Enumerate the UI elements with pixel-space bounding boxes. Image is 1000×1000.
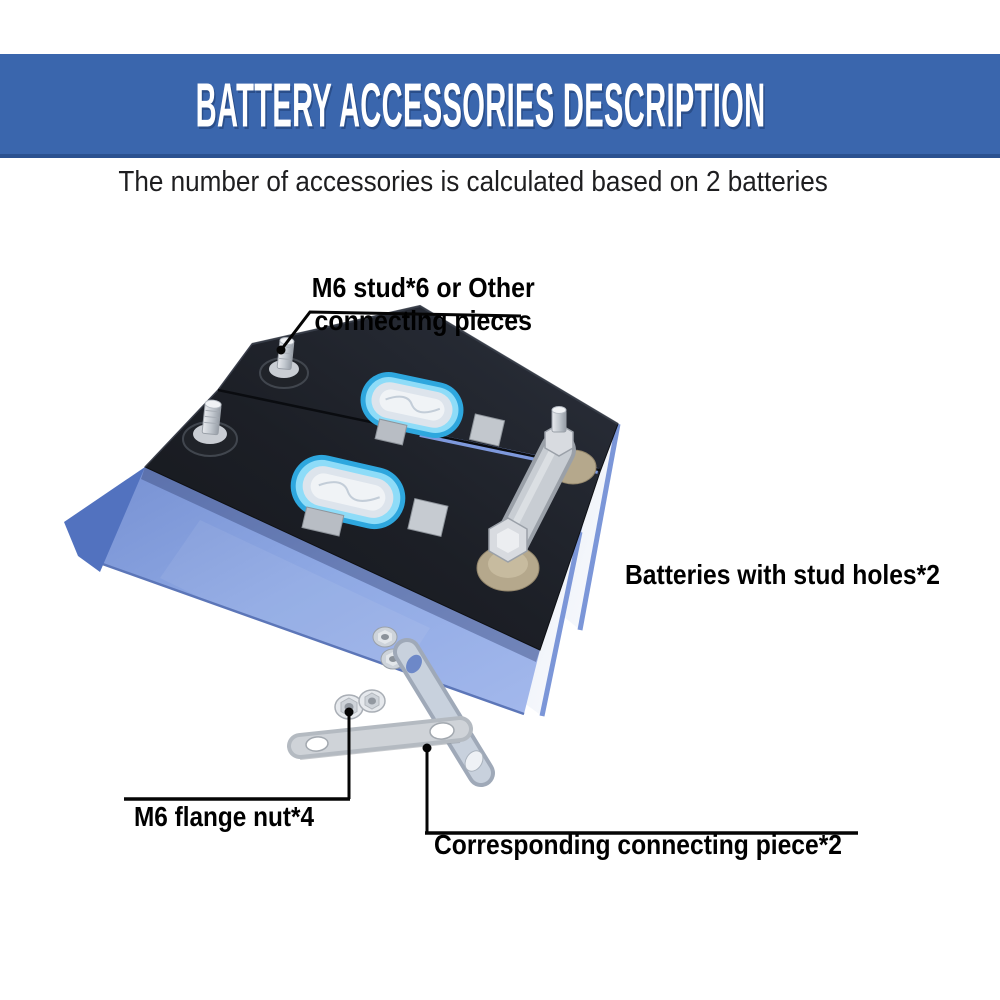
terminal-stud-front [182, 399, 238, 457]
strap-on-front-face [393, 638, 495, 787]
subtitle: The number of accessories is calculated … [118, 166, 828, 198]
leader-lines [124, 310, 858, 835]
vent-window-back [360, 372, 464, 438]
callout-connecting-piece: Corresponding connecting piece*2 [434, 829, 843, 860]
leader-line-connecting-piece [422, 743, 858, 835]
sticker-front-2 [407, 497, 449, 538]
sticker-front-1 [301, 506, 345, 537]
callout-stud: M6 stud*6 or Other connecting pieces [311, 272, 535, 336]
leader-line-stud [276, 310, 522, 355]
sticker-back-2 [468, 413, 506, 447]
flange-nut-on-face-1 [372, 626, 398, 648]
terminal-stud-back [259, 337, 309, 389]
page-title: BATTERY ACCESSORIES DESCRIPTION [196, 69, 766, 139]
sticker-back-1 [374, 418, 408, 446]
battery-cells [64, 304, 621, 787]
accessories [287, 689, 473, 760]
callout-flange-nut: M6 flange nut*4 [134, 801, 315, 832]
callout-batteries: Batteries with stud holes*2 [625, 559, 940, 590]
flange-nut-accessory-2 [358, 689, 386, 713]
busbar-stud-upper [544, 406, 574, 457]
busbar-nut-lower [488, 517, 528, 563]
busbar [476, 406, 597, 592]
leader-line-flange-nut [124, 707, 354, 801]
battery-left-face [64, 467, 145, 572]
vent-window-front [290, 454, 406, 530]
title-banner: BATTERY ACCESSORIES DESCRIPTION [0, 54, 1000, 158]
battery-front-face [79, 467, 540, 716]
connecting-bar [287, 716, 473, 760]
